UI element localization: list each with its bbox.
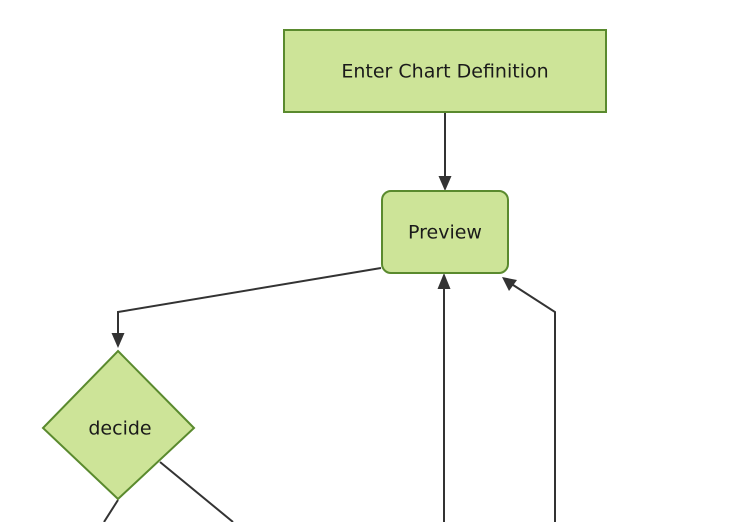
- node-preview[interactable]: Preview: [381, 190, 509, 274]
- edge-line: [509, 282, 556, 522]
- edge-line: [159, 461, 234, 522]
- node-decide[interactable]: decide: [41, 349, 196, 501]
- node-shape-diamond: [41, 349, 196, 501]
- edge-return-right-to-preview: [502, 277, 556, 522]
- edge-enter-to-preview: [438, 113, 452, 191]
- node-label-enter-chart-definition: Enter Chart Definition: [341, 61, 548, 83]
- node-label-preview: Preview: [408, 222, 482, 244]
- node-shape-rounded-rectangle: [381, 190, 509, 274]
- edge-preview-to-decide: [111, 267, 382, 348]
- node-label-decide: decide: [88, 418, 151, 440]
- arrow-head-icon: [502, 277, 517, 291]
- node-enter-chart-definition[interactable]: Enter Chart Definition: [283, 29, 607, 113]
- edge-decide-out-left: [103, 499, 119, 522]
- edge-decide-out-right: [159, 461, 234, 522]
- edge-line: [103, 499, 119, 522]
- arrow-head-icon: [438, 176, 452, 191]
- edge-line: [117, 267, 382, 339]
- edge-return-center-to-preview: [437, 273, 451, 522]
- node-shape-rectangle: [283, 29, 607, 113]
- arrow-head-icon: [437, 273, 451, 289]
- arrow-head-icon: [111, 333, 125, 348]
